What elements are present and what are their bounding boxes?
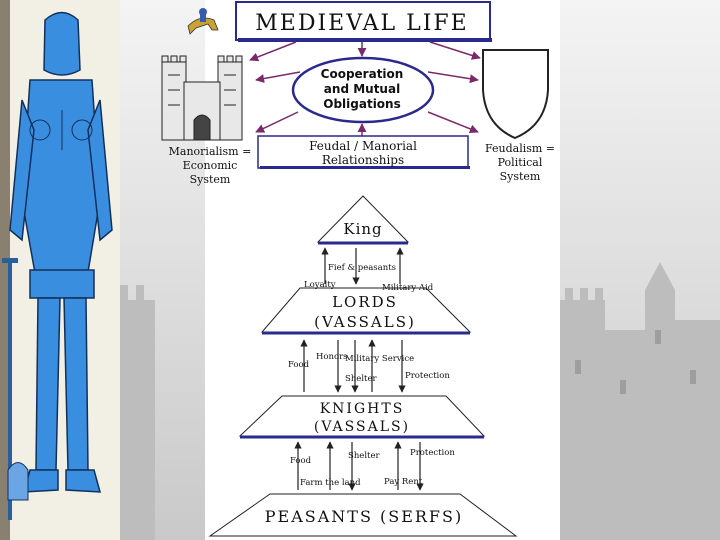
tier-knights-line2: (VASSALS) — [314, 419, 410, 435]
relationships-line1: Feudal / Manorial — [309, 139, 417, 153]
label-military-service: Military Service — [345, 354, 414, 364]
arrow-relationship-to-castle — [255, 111, 299, 133]
feudal-hierarchy-diagram: MEDIEVAL LIFE Cooperation and Mutual Obl… — [161, 1, 555, 537]
tier-king-label: King — [343, 220, 382, 238]
label-farm: Farm the land — [300, 478, 361, 488]
title-box — [235, 1, 491, 41]
arrow-title-to-shield — [429, 41, 481, 60]
label-pay-rent: Pay Rent — [384, 477, 423, 487]
label-military-aid: Military Aid — [382, 283, 434, 293]
feudalism-line3: System — [500, 170, 541, 183]
arrow-cooperation-to-shield — [427, 71, 479, 84]
pyramid: King LORDS (VASSALS) KNIGHTS (VASSALS) P… — [208, 195, 518, 537]
knight-illustration — [0, 0, 120, 540]
relationships-box — [257, 135, 469, 169]
label-protection-2: Protection — [410, 448, 455, 458]
cooperation-line1: Cooperation — [321, 67, 404, 81]
relationships-line2: Relationships — [322, 153, 404, 167]
label-shelter-1: Shelter — [345, 374, 377, 384]
feudalism-line2: Political — [498, 156, 543, 169]
arrow-relationship-to-shield — [427, 111, 479, 134]
tier-lords-line2: (VASSALS) — [314, 313, 416, 331]
arrow-title-to-castle — [249, 41, 297, 62]
label-fief: Fief & peasants — [328, 263, 396, 273]
horseman-icon — [187, 8, 219, 35]
castle-icon — [161, 55, 243, 141]
tier-peasants — [208, 493, 518, 537]
cooperation-line3: Obligations — [323, 97, 400, 111]
label-loyalty: Loyalty — [304, 280, 336, 290]
label-protection-1: Protection — [405, 371, 450, 381]
arrow-cooperation-to-castle — [255, 71, 301, 83]
cooperation-ellipse — [291, 56, 435, 124]
page-title: MEDIEVAL LIFE — [255, 11, 468, 36]
label-shelter-2: Shelter — [348, 451, 380, 461]
manorialism-line2: Economic — [183, 159, 238, 172]
feudalism-line1: Feudalism = — [485, 142, 555, 155]
manorialism-line3: System — [190, 173, 231, 186]
tier-peasants-label: PEASANTS (SERFS) — [265, 507, 463, 526]
cooperation-line2: and Mutual — [324, 82, 400, 96]
label-food-2: Food — [290, 456, 312, 466]
manorialism-line1: Manorialism = — [169, 145, 252, 158]
tier-lords-line1: LORDS — [332, 293, 398, 311]
shield-icon — [482, 49, 549, 140]
label-food-1: Food — [288, 360, 310, 370]
label-honors: Honors — [316, 352, 348, 362]
tier-knights-line1: KNIGHTS — [320, 401, 405, 417]
